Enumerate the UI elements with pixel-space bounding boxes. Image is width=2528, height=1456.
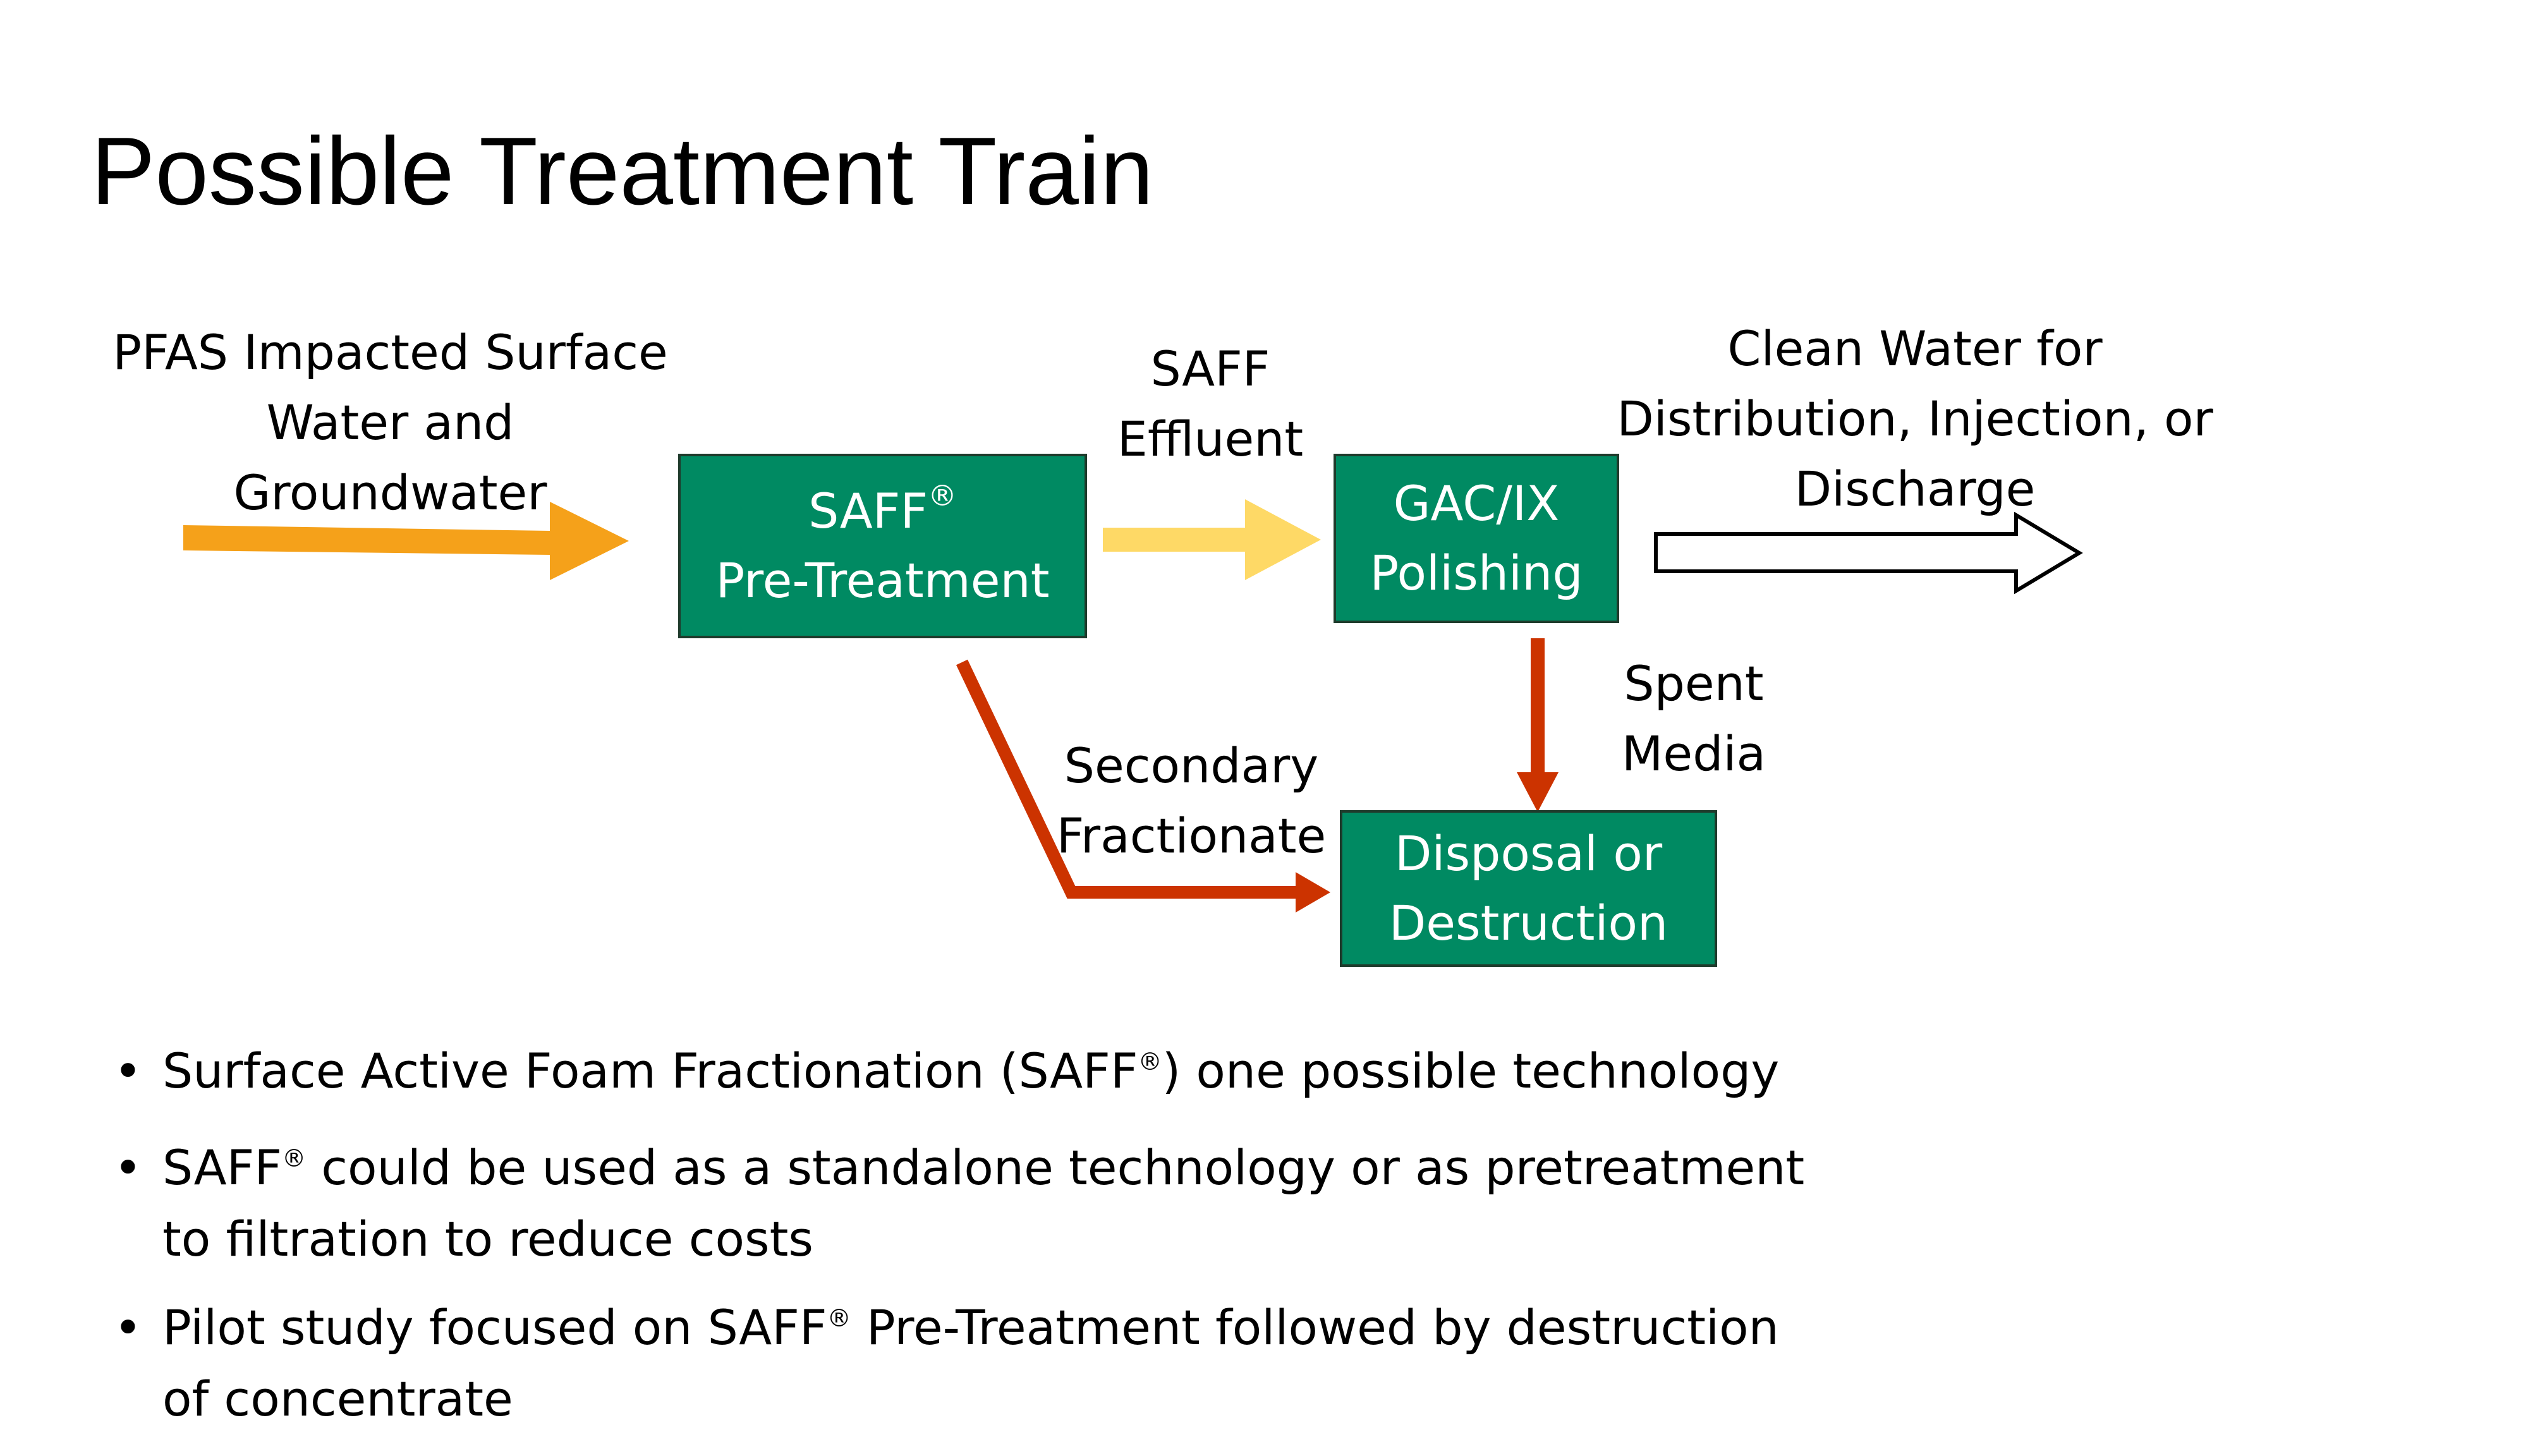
bullet-text: SAFF (162, 1139, 283, 1196)
output-label-line: Discharge (1794, 461, 2036, 517)
bullet-text: could be used as a standalone technology… (162, 1139, 1805, 1267)
secondary-fractionate-label-line: Secondary (1064, 737, 1319, 794)
effluent-arrow (1103, 499, 1321, 580)
disposal-destruction-box: Disposal or Destruction (1340, 810, 1717, 967)
saff-text: SAFF (808, 483, 928, 539)
registered-mark: ® (928, 478, 957, 513)
bullet-item: Pilot study focused on SAFF® Pre-Treatme… (114, 1296, 1820, 1431)
disposal-line2: Destruction (1389, 895, 1668, 951)
saff-pretreatment-line1: SAFF® (808, 476, 957, 546)
registered-mark: ® (282, 1144, 307, 1172)
polishing-line1: GAC/IX (1393, 475, 1560, 531)
spent-media-label: Spent Media (1599, 648, 1789, 789)
saff-pretreatment-line2: Pre-Treatment (715, 552, 1050, 609)
spent-media-label-line: Media (1621, 725, 1766, 782)
effluent-label: SAFF Effluent (1074, 334, 1346, 474)
bullet-item: SAFF® could be used as a standalone tech… (114, 1136, 1820, 1271)
secondary-fractionate-label-line: Fractionate (1056, 808, 1327, 864)
registered-mark: ® (1138, 1047, 1162, 1076)
slide-title: Possible Treatment Train (91, 118, 1154, 225)
secondary-fractionate-arrowhead (1296, 872, 1330, 913)
source-label-line: Water and (266, 394, 514, 451)
source-label: PFAS Impacted Surface Water and Groundwa… (95, 317, 686, 528)
polishing-line2: Polishing (1370, 545, 1583, 601)
registered-mark: ® (827, 1304, 851, 1332)
secondary-fractionate-label: Secondary Fractionate (1036, 731, 1346, 871)
bullet-text: ) one possible technology (1162, 1043, 1780, 1099)
inflow-arrow (183, 502, 629, 580)
bullet-text: Pilot study focused on SAFF (162, 1299, 827, 1356)
source-label-line: PFAS Impacted Surface (112, 324, 668, 380)
flow-diagram (183, 499, 2083, 913)
bullet-list: Surface Active Foam Fractionation (SAFF®… (114, 1040, 1820, 1456)
effluent-label-line: Effluent (1117, 411, 1304, 467)
bullet-text: Surface Active Foam Fractionation (SAFF (162, 1043, 1138, 1099)
bullet-text: Pre-Treatment followed by destruction of… (162, 1299, 1779, 1427)
output-label-line: Clean Water for (1727, 320, 2103, 377)
secondary-fractionate-arrow (956, 659, 1303, 899)
saff-pretreatment-box: SAFF® Pre-Treatment (678, 454, 1087, 638)
disposal-line1: Disposal or (1394, 825, 1663, 882)
spent-media-label-line: Spent (1624, 655, 1764, 712)
output-label-line: Distribution, Injection, or (1617, 391, 2213, 447)
spent-media-arrowhead (1517, 772, 1559, 812)
source-label-line: Groundwater (233, 464, 547, 521)
output-label: Clean Water for Distribution, Injection,… (1580, 313, 2250, 524)
bullet-item: Surface Active Foam Fractionation (SAFF®… (114, 1040, 1820, 1111)
slide: Possible Treatment Train PFAS Impacted S… (0, 0, 2528, 1422)
output-arrow (1654, 511, 2083, 595)
gac-ix-polishing-box: GAC/IX Polishing (1334, 454, 1619, 623)
effluent-label-line: SAFF (1150, 341, 1270, 397)
